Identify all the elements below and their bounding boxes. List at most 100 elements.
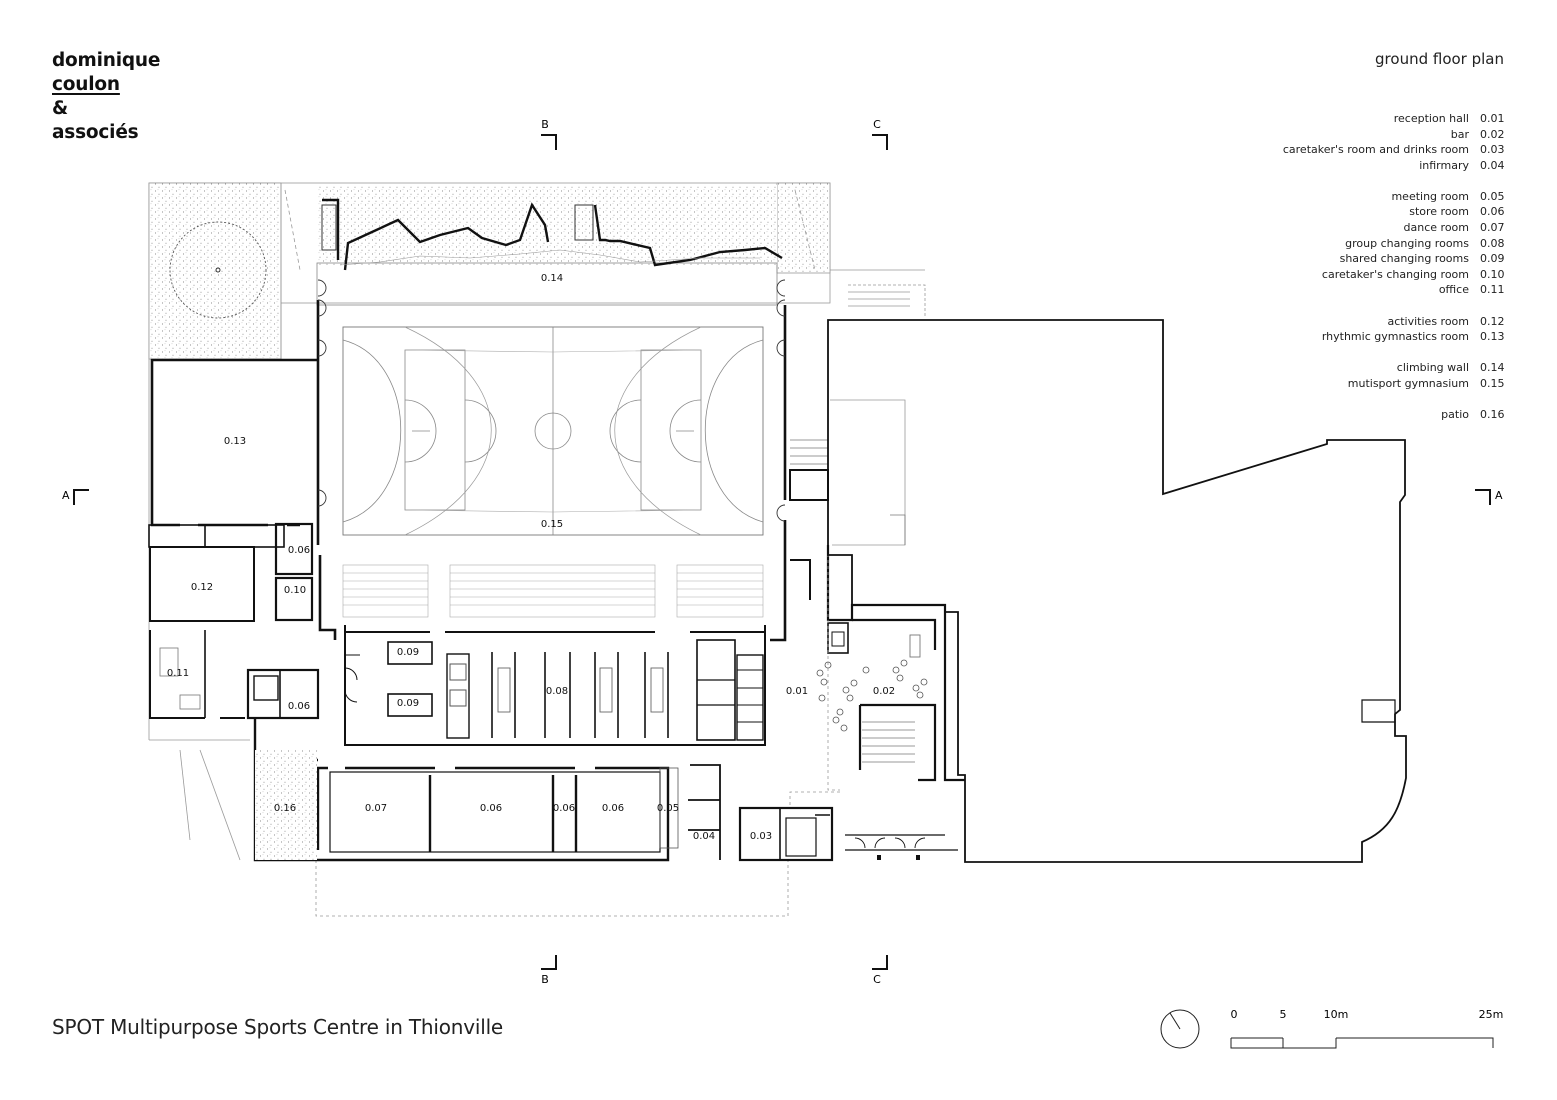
logo-line-1: dominique [52,50,161,71]
legend-code: 0.05 [1480,189,1505,203]
existing-building-outline [827,319,1407,863]
legend-code: 0.11 [1480,283,1505,297]
legend-row: office 0.11 [1283,282,1505,298]
legend-label: caretaker's room and drinks room [1282,143,1469,157]
room-labels: 0.14 0.15 0.13 0.12 0.11 0.10 0.06 0.06 … [167,273,895,842]
room-label-0-07: 0.07 [365,803,387,814]
site-outline [148,182,926,917]
scale-bar: 0 5 10m 25m [1230,1008,1504,1049]
bar-tables [816,659,928,732]
legend-label: climbing wall [1396,361,1469,375]
room-label-0-14: 0.14 [541,273,563,284]
legend-row: bar 0.02 [1283,127,1505,143]
section-marker-b-bottom: B [541,955,557,986]
east-rooms [789,399,965,851]
room-label-0-08: 0.08 [546,686,568,697]
plan-title: ground floor plan [1375,50,1504,68]
room-label-0-03: 0.03 [750,831,772,842]
section-label: B [541,973,549,986]
section-label: A [62,489,70,502]
legend-row: caretaker's room and drinks room 0.03 [1282,142,1505,158]
section-label: C [873,118,881,131]
legend-code: 0.04 [1480,158,1505,172]
room-label-0-04: 0.04 [693,831,715,842]
changing-rooms [344,625,766,746]
room-label-0-12: 0.12 [191,582,213,593]
canopy-doors [854,837,926,849]
legend-label: bar [1450,127,1469,141]
logo-line-3: & [52,98,68,119]
legend-group: patio 0.16 [1283,407,1504,423]
section-label: C [873,973,881,986]
section-label: B [541,118,549,131]
legend-code: 0.06 [1480,205,1505,219]
north-arrow-icon [1160,1009,1200,1049]
logo-line-4: associés [52,122,139,143]
room-label-0-10: 0.10 [284,585,306,596]
legend-code: 0.10 [1480,267,1505,281]
legend-label: group changing rooms [1345,236,1469,250]
legend-label: patio [1441,407,1469,421]
west-rooms [149,522,320,720]
bleachers [342,564,764,618]
legend-row: meeting room 0.05 [1283,189,1504,205]
legend-code: 0.03 [1480,143,1505,157]
legend-group: meeting room 0.05 store room 0.06 dance ro… [1283,189,1505,298]
logo-line-2: coulon [52,74,120,95]
section-marker-c-bottom: C [872,955,888,986]
section-label: A [1495,489,1503,502]
legend-row: patio 0.16 [1283,407,1504,423]
canopy-posts [877,855,920,860]
legend-label: store room [1409,205,1469,219]
scale-tick-label: 0 [1231,1008,1238,1021]
legend-code: 0.02 [1480,127,1505,141]
gym-doors [317,279,786,522]
legend-label: mutisport gymnasium [1347,376,1469,390]
room-label-0-13: 0.13 [224,436,246,447]
gymnasium [316,279,787,642]
room-label-0-01: 0.01 [786,686,808,697]
legend-code: 0.07 [1480,221,1505,235]
project-title: SPOT Multipurpose Sports Centre in Thion… [52,1015,504,1039]
legend-label: rhythmic gymnastics room [1321,330,1469,344]
room-label-0-15: 0.15 [541,519,563,530]
legend-row: infirmary 0.04 [1283,158,1504,174]
legend-code: 0.09 [1480,252,1505,266]
room-label-0-06-a: 0.06 [288,545,310,556]
section-marker-a-right: A [1475,489,1503,505]
section-marker-b-top: B [541,118,557,150]
room-label-0-09-b: 0.09 [397,698,419,709]
room-label-0-06-d: 0.06 [553,803,575,814]
room-label-0-06-c: 0.06 [480,803,502,814]
legend-code: 0.16 [1480,407,1505,421]
legend-label: meeting room [1391,189,1469,203]
scale-tick-label: 10m [1324,1008,1349,1021]
room-label-0-02: 0.02 [873,686,895,697]
room-0-13 [148,358,318,548]
room-label-0-06-b: 0.06 [288,701,310,712]
legend-code: 0.15 [1480,376,1505,390]
climbing-wall [316,198,783,306]
room-label-0-16: 0.16 [274,803,296,814]
legend-code: 0.01 [1480,112,1505,125]
room-label-0-11: 0.11 [167,668,189,679]
south-rooms [253,718,834,862]
legend-label: office [1438,283,1469,297]
legend-label: infirmary [1419,158,1469,172]
scale-tick-label: 25m [1479,1008,1504,1021]
patio-tree [169,221,267,319]
